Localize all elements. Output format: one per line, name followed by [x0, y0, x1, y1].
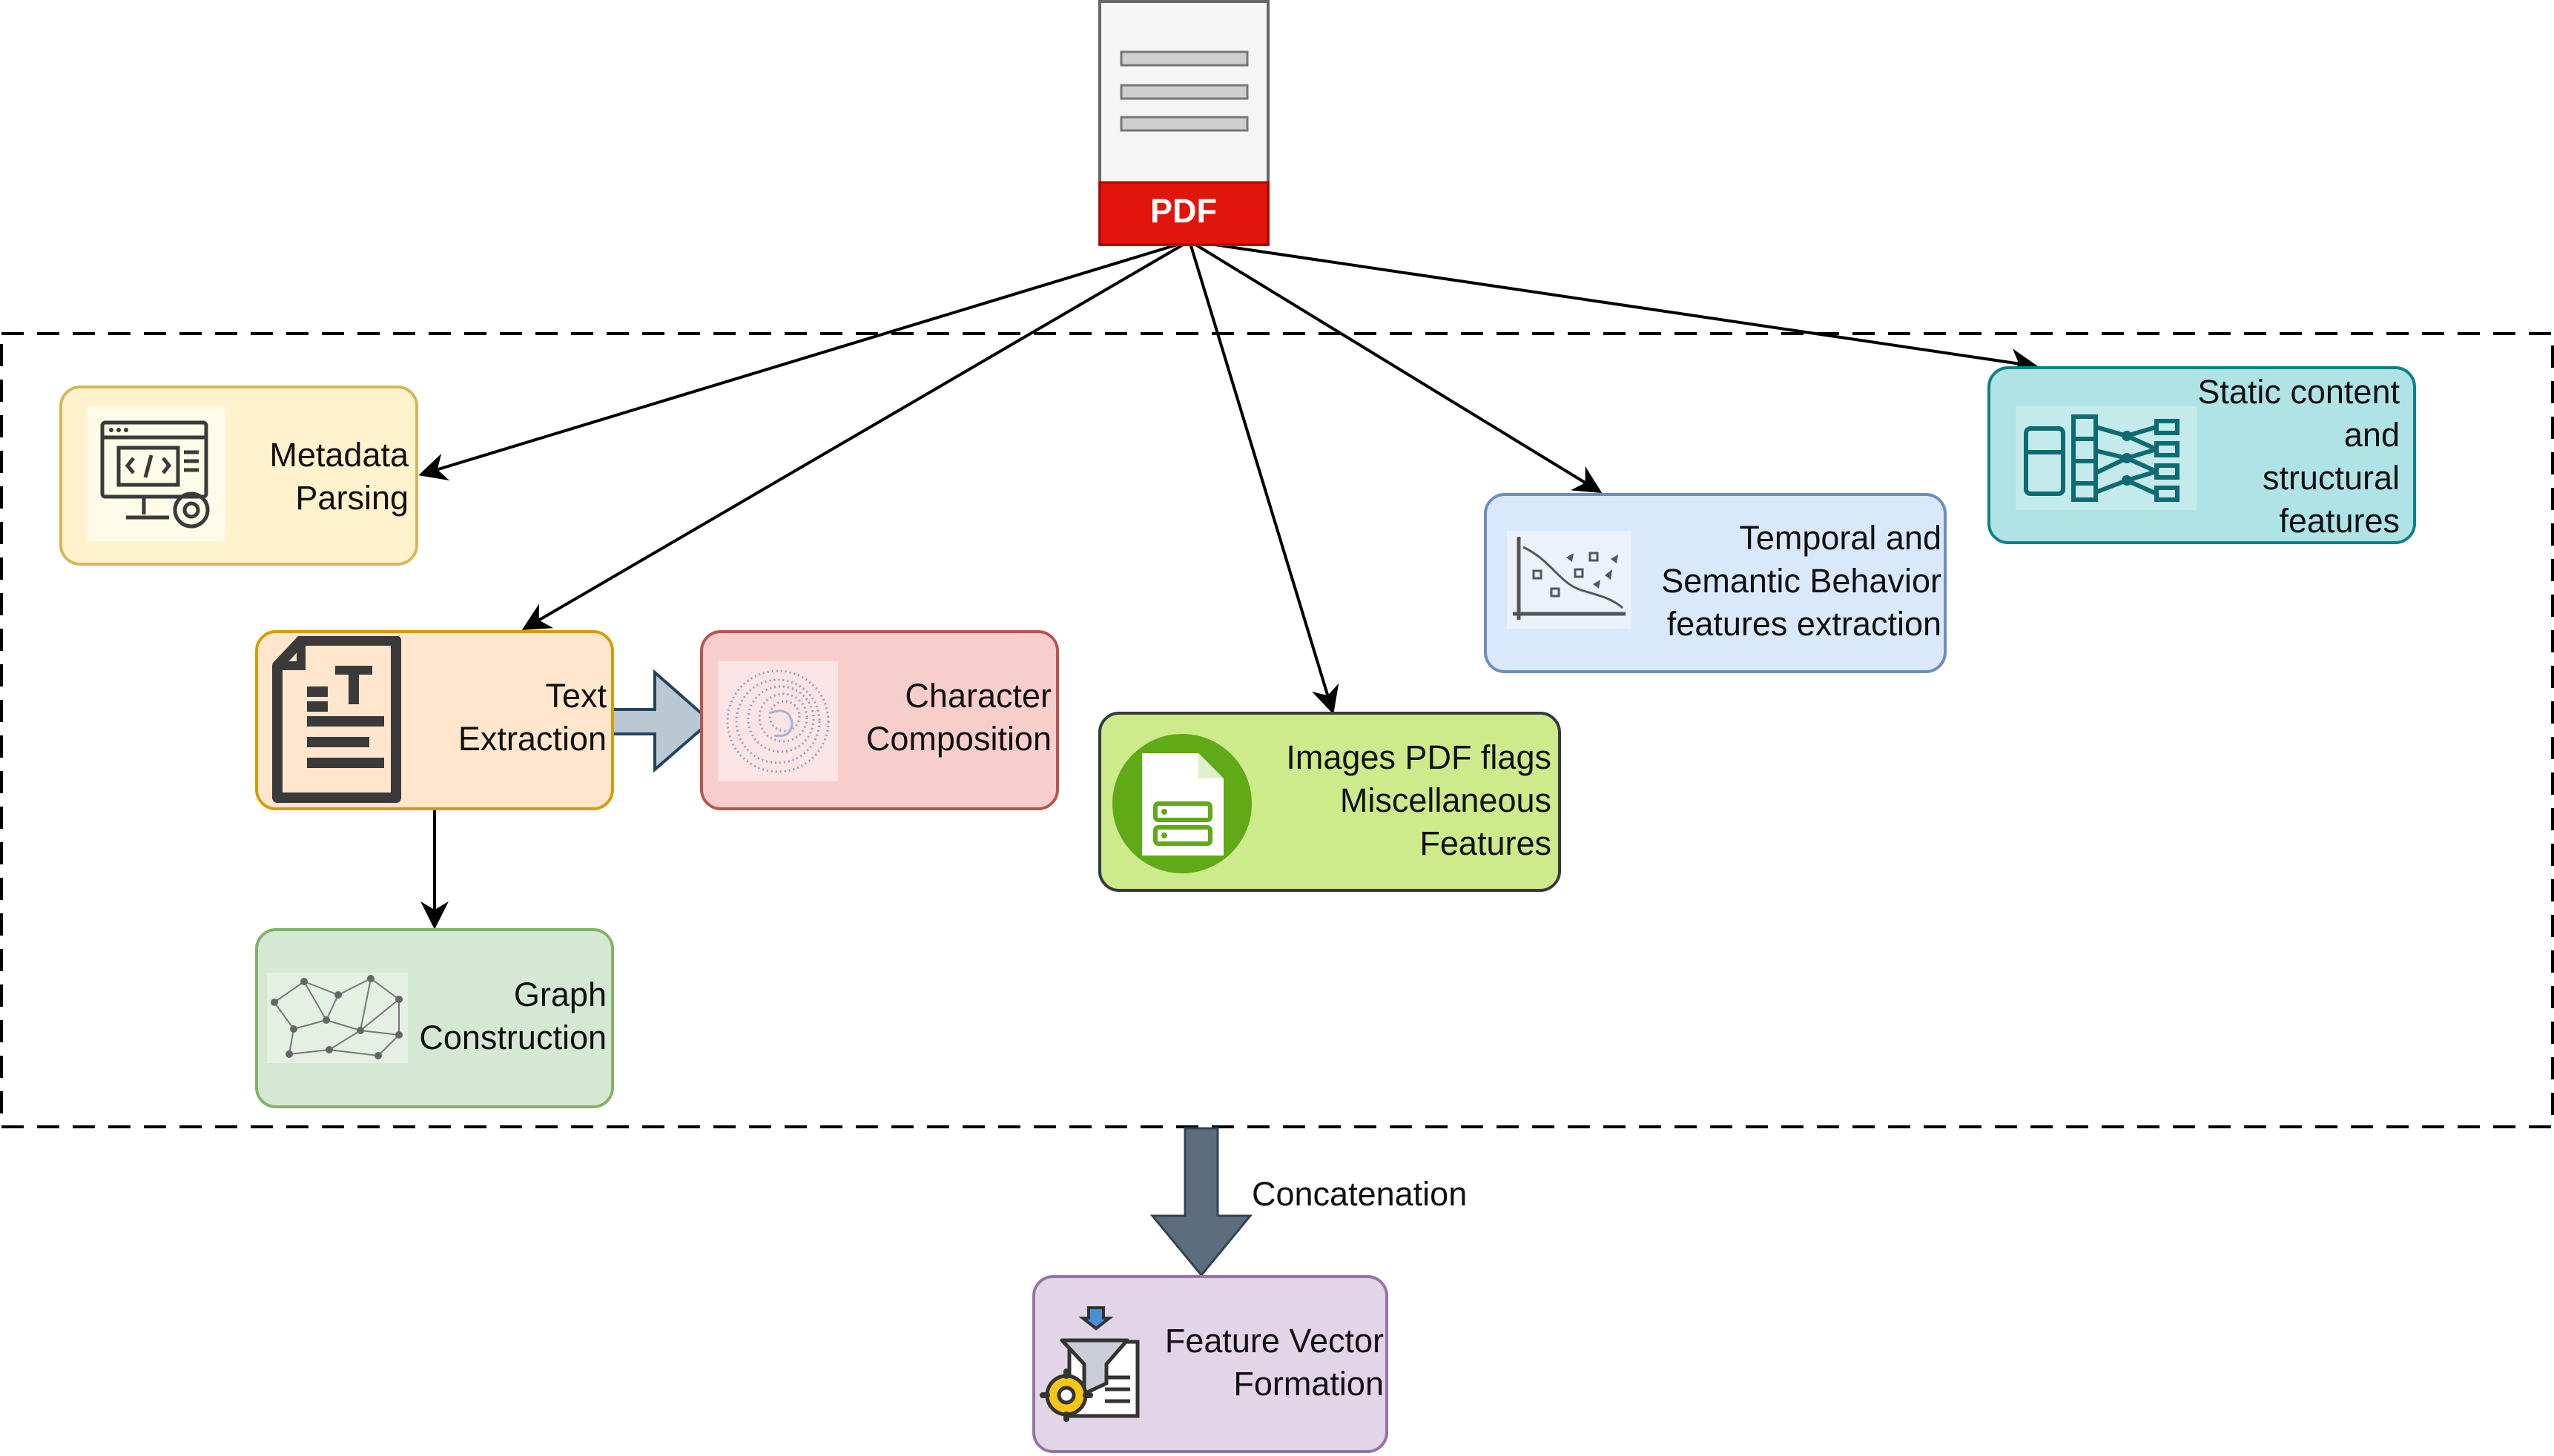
pdf-to-temporal-arrow [1188, 239, 1603, 493]
metadata-parsing-label: Metadata Parsing [269, 436, 409, 517]
temporal-semantic-label: Temporal and Semantic Behavior features … [1661, 519, 1941, 643]
text-extraction-label: Text Extraction [458, 677, 607, 758]
funnel-gear-icon [1040, 1306, 1140, 1422]
pdf-to-text-arrow [521, 239, 1191, 630]
pdf-to-metadata-arrow [418, 239, 1190, 481]
document-circle-icon [1112, 734, 1252, 873]
text-document-icon [272, 636, 401, 803]
pdf-to-static-arrow [1189, 239, 2039, 377]
pdf-to-images-arrow [1188, 240, 1339, 715]
pdf-label: PDF [1150, 192, 1217, 230]
code-monitor-gear-icon [88, 406, 225, 541]
graph-construction-label: Graph Construction [419, 976, 607, 1056]
neural-network-icon [2016, 406, 2197, 510]
character-composition-label: Character Composition [865, 677, 1052, 758]
static-structural-label: Static content and structural features [2197, 373, 2400, 540]
feature-vector-label: Feature Vector Formation [1164, 1322, 1384, 1403]
text-extraction-node [255, 630, 614, 810]
text-to-character-arrow [610, 669, 713, 773]
pdf-document-icon [1098, 0, 1270, 246]
character-spiral-icon [718, 661, 838, 781]
network-graph-icon [267, 973, 408, 1063]
concatenation-arrow [1149, 1127, 1253, 1277]
scatter-plot-icon [1507, 531, 1631, 629]
images-flags-misc-label: Images PDF flags Miscellaneous Features [1286, 738, 1551, 862]
concatenation-label: Concatenation [1252, 1175, 1468, 1213]
